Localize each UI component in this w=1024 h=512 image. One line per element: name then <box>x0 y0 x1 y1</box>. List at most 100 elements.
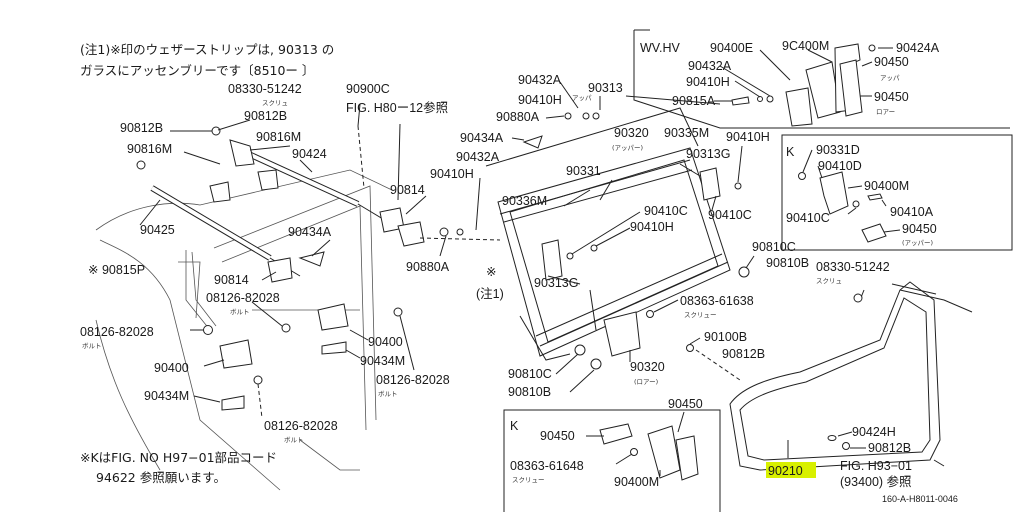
k-bottom-plate <box>675 435 699 481</box>
washer-90410H-c <box>734 182 742 190</box>
washer-top <box>582 112 590 120</box>
leader-lines-left <box>139 103 501 419</box>
note-line-2: ガラスにアッセンブリーです〔8510ー 〕 <box>80 63 314 78</box>
opening-frame <box>213 185 377 421</box>
leader <box>807 49 833 63</box>
leader <box>193 395 221 403</box>
leader <box>563 189 591 207</box>
bracket-90814-b <box>397 221 425 247</box>
hinge-90400-a <box>219 339 253 369</box>
label-90450-kb: 90450 <box>540 429 575 443</box>
label-chu1: (注1) <box>476 286 504 301</box>
label-90424H: 90424H <box>852 425 896 439</box>
fig-ref-top: FIG. H80ー12参照 <box>346 100 448 115</box>
leader <box>203 359 225 367</box>
leader-lines-center <box>511 81 865 393</box>
roof-line <box>95 169 393 231</box>
label-90410H-c: 90410H <box>430 167 474 181</box>
leader <box>677 411 685 433</box>
wvhv-title: WV.HV <box>640 41 680 55</box>
hinge-90320-lower <box>603 311 641 357</box>
label-08363-61648: 08363-61648 <box>510 459 584 473</box>
label-90812B-b: 90812B <box>120 121 163 135</box>
label-90410H-inset: 90410H <box>686 75 730 89</box>
k-title-right: K <box>786 145 795 159</box>
glass-outer <box>497 147 731 357</box>
plate-90434A <box>298 251 325 267</box>
nut-90812B-d <box>842 442 850 450</box>
upper-rail <box>485 107 699 167</box>
leader <box>847 185 863 189</box>
leader <box>357 125 365 189</box>
k-bottom-screw <box>630 448 638 456</box>
leader <box>183 151 221 165</box>
sublabel-sukuryu-c: スクリュ <box>816 277 842 285</box>
vehicle-body <box>95 169 393 491</box>
label-90400E: 90400E <box>710 41 753 55</box>
leader <box>257 383 263 419</box>
label-90410C-a: 90410C <box>644 204 688 218</box>
leader <box>711 195 717 211</box>
gas-struts <box>150 147 389 277</box>
weather-strip-90210 <box>729 281 973 471</box>
label-90880A-b: 90880A <box>406 260 450 274</box>
k-bottom-bracket <box>647 425 681 479</box>
washer-90410H-b <box>590 244 598 252</box>
nut-90812B-b <box>136 160 146 170</box>
weather-strip-90815P <box>178 261 201 319</box>
fig-ref-bottom-1: FIG. H93−01 <box>840 459 912 473</box>
label-90812B-a: 90812B <box>244 109 287 123</box>
washer-top-2 <box>592 112 600 120</box>
figure-code: 160-A-H8011-0046 <box>882 494 958 504</box>
label-90424: 90424 <box>292 147 327 161</box>
leader <box>345 349 361 359</box>
leader <box>251 301 283 327</box>
k-washer <box>852 200 860 208</box>
leader <box>817 165 823 179</box>
sublabel-roa: ロアー <box>876 108 895 116</box>
label-90410C-b: 90410C <box>708 208 752 222</box>
label-90400-b: 90400 <box>154 361 189 375</box>
label-90815P: ※ 90815P <box>88 263 145 277</box>
label-08126-82028-c: 08126-82028 <box>376 373 450 387</box>
wvhv-inset: WV.HV <box>633 29 1010 129</box>
nut-90812B-c <box>686 344 694 352</box>
label-90410H-d: 90410H <box>630 220 674 234</box>
k-inset-bottom-border <box>503 409 721 512</box>
glass-lower-strip <box>539 261 729 347</box>
k-inset-right-border <box>781 134 1013 251</box>
label-9C400M: 9C400M <box>782 39 829 53</box>
label-90410H-b: 90410H <box>726 130 770 144</box>
label-90410D: 90410D <box>818 159 862 173</box>
leader <box>349 329 369 341</box>
sill <box>299 439 360 471</box>
hinge-plate-a <box>785 87 813 127</box>
k-inset-right: K <box>781 134 1013 251</box>
strip-tail <box>899 289 973 313</box>
label-90810B-a: 90810B <box>766 256 809 270</box>
glass-lower-strip-2 <box>535 253 723 337</box>
label-08330-51242-b: 08330-51242 <box>816 260 890 274</box>
label-90816M-a: 90816M <box>256 130 301 144</box>
leader <box>399 315 415 371</box>
hinge-90313G-b <box>699 167 721 201</box>
label-08126-82028-a: 08126-82028 <box>206 291 280 305</box>
leader <box>719 65 771 97</box>
washer <box>766 95 774 103</box>
nut-90812B <box>211 126 221 136</box>
label-90313G-a: 90313G <box>686 147 730 161</box>
label-90432A-a: 90432A <box>518 73 562 87</box>
leader <box>511 137 525 141</box>
leader <box>261 271 277 281</box>
k-note-line-2: 94622 参照願います。 <box>96 470 226 485</box>
label-90810B-b: 90810B <box>508 385 551 399</box>
leader <box>881 199 887 207</box>
body-side <box>99 239 281 491</box>
wvhv-inset-border <box>633 30 1010 129</box>
bracket-90814 <box>267 257 293 283</box>
sublabel-boruto-a: ボルト <box>230 308 250 316</box>
label-90210: 90210 <box>768 464 803 478</box>
plate-90434M <box>221 395 245 411</box>
bolt-08126-b <box>203 325 213 335</box>
